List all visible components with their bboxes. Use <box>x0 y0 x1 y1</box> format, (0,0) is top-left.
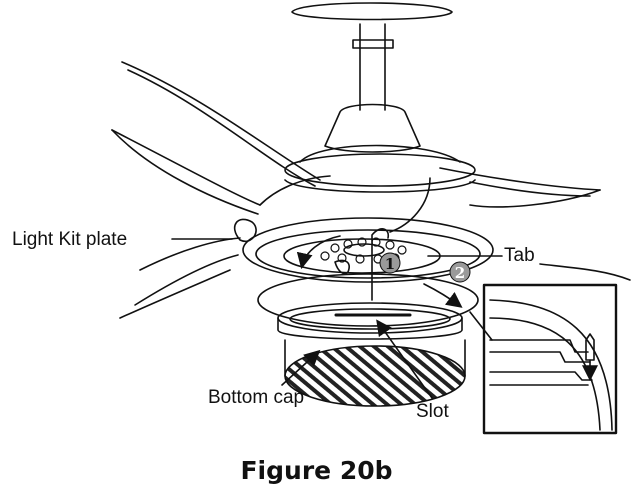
rotate-arrow-right <box>423 283 463 308</box>
step-1-number: 1 <box>385 255 395 273</box>
figure-title: Figure 20b <box>240 456 393 485</box>
leader-tab-extension <box>539 263 631 281</box>
detail-inset <box>482 283 618 435</box>
bottom-cap <box>277 302 466 407</box>
step-2-badge: 2 <box>449 261 471 283</box>
slot-label: Slot <box>416 401 449 422</box>
leader-inset <box>469 311 493 341</box>
fan-blades <box>111 61 601 319</box>
rotate-arrow-left <box>296 235 341 270</box>
motor-housing <box>284 103 476 193</box>
center-wire <box>371 228 390 301</box>
downrod <box>352 23 394 111</box>
bottom-cap-label: Bottom cap <box>208 387 305 408</box>
light-kit-plate-label: Light Kit plate <box>12 229 128 250</box>
rotation-guide <box>257 273 479 327</box>
leader-bottom-cap <box>281 349 321 386</box>
tab-label: Tab <box>504 245 535 266</box>
step-1-badge: 1 <box>379 252 401 274</box>
canopy <box>291 2 453 21</box>
step-2-number: 2 <box>455 264 465 282</box>
light-kit-plate <box>234 217 494 283</box>
leader-slot <box>376 319 433 399</box>
